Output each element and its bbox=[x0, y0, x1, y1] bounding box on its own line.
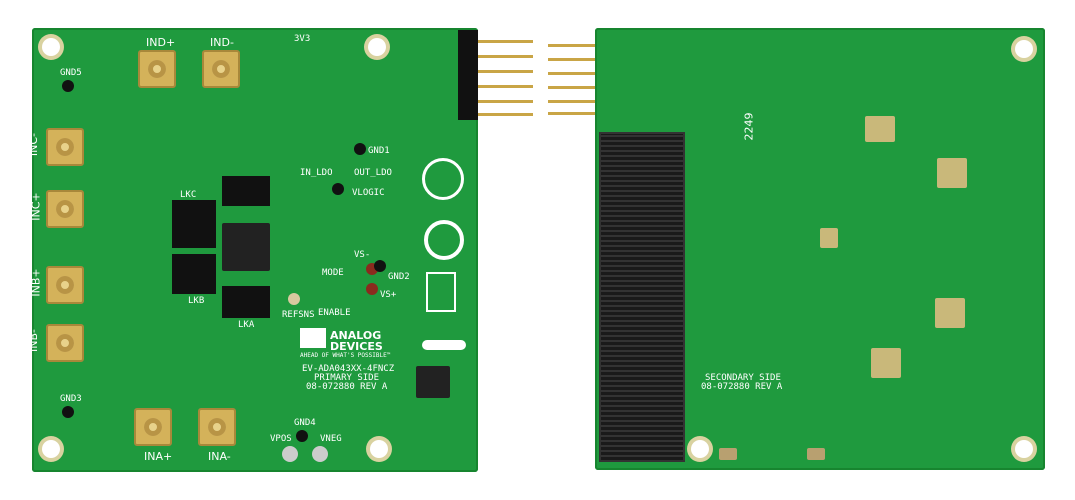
logo-text: ANALOG DEVICES bbox=[330, 329, 383, 353]
label-inc-plus: INC+ bbox=[29, 192, 43, 221]
label-vs-minus: VS- bbox=[354, 250, 371, 260]
jumper-block bbox=[222, 176, 270, 206]
mounting-hole bbox=[1015, 40, 1033, 58]
label-ind-minus: IND- bbox=[210, 36, 234, 49]
label-vlogic: VLOGIC bbox=[352, 188, 385, 198]
test-point-gnd5 bbox=[62, 80, 74, 92]
label-vs-plus: VS+ bbox=[380, 290, 397, 300]
white-bar bbox=[422, 340, 466, 350]
label-refsns: REFSNS bbox=[282, 310, 315, 320]
ic-a2 bbox=[935, 298, 965, 328]
test-point-vlogic bbox=[332, 183, 344, 195]
test-point-vneg bbox=[312, 446, 328, 462]
jumper-block-lkb bbox=[172, 254, 216, 294]
ic-center bbox=[820, 228, 838, 248]
sma-connector-inc-plus bbox=[46, 190, 84, 228]
mounting-hole bbox=[368, 38, 386, 56]
adc-chip bbox=[222, 223, 270, 271]
marking: 2249 bbox=[742, 112, 756, 141]
label-gnd4: GND4 bbox=[294, 418, 316, 428]
label-vpos: VPOS bbox=[270, 434, 292, 444]
test-point-gnd1 bbox=[354, 143, 366, 155]
eco-icon bbox=[424, 220, 464, 260]
label-gnd3: GND3 bbox=[60, 394, 82, 404]
label-lkc: LKC bbox=[180, 190, 197, 200]
silkscreen-line-2: PRIMARY SIDE bbox=[314, 373, 380, 383]
jumper-block-lka bbox=[222, 286, 270, 318]
silkscreen-line-1: EV-ADA043XX-4FNCZ bbox=[302, 364, 395, 374]
secondary-pcb: 2249 SECONDARY SIDE 08-072880 REV A bbox=[595, 28, 1045, 470]
logo-tagline: AHEAD OF WHAT'S POSSIBLE™ bbox=[300, 352, 391, 359]
label-in-ldo: IN_LDO bbox=[300, 168, 333, 178]
mounting-hole bbox=[1015, 440, 1033, 458]
label-gnd1: GND1 bbox=[368, 146, 390, 156]
board-connector bbox=[599, 132, 685, 462]
ic-u4 bbox=[416, 366, 450, 398]
sma-connector-ina-minus bbox=[198, 408, 236, 446]
label-enable: ENABLE bbox=[318, 308, 351, 318]
label-gnd5: GND5 bbox=[60, 68, 82, 78]
label-inb-plus: INB+ bbox=[29, 268, 43, 297]
weee-bin-icon bbox=[426, 272, 456, 312]
mounting-hole bbox=[370, 440, 388, 458]
ic-a3 bbox=[937, 158, 967, 188]
sma-connector-inc-minus bbox=[46, 128, 84, 166]
label-out-ldo: OUT_LDO bbox=[354, 168, 392, 178]
analog-devices-logo bbox=[300, 328, 326, 348]
label-lka: LKA bbox=[238, 320, 255, 330]
label-ina-plus: INA+ bbox=[144, 450, 173, 463]
label-gnd2: GND2 bbox=[388, 272, 410, 282]
test-point-vs-plus bbox=[366, 283, 378, 295]
label-vneg: VNEG bbox=[320, 434, 342, 444]
silkscreen-line-3: 08-072880 REV A bbox=[306, 382, 388, 392]
mounting-hole bbox=[42, 38, 60, 56]
label-mode: MODE bbox=[322, 268, 344, 278]
capacitor bbox=[807, 448, 825, 460]
capacitor bbox=[719, 448, 737, 460]
sma-connector-ind-minus bbox=[202, 50, 240, 88]
mounting-hole bbox=[42, 440, 60, 458]
primary-pcb: IND+ IND- INC- INC+ INB+ INB- INA+ INA- … bbox=[27, 28, 478, 472]
label-inb-minus: INB- bbox=[27, 329, 40, 352]
test-point-gnd2 bbox=[374, 260, 386, 272]
pin-header bbox=[458, 30, 478, 120]
test-point-vpos bbox=[282, 446, 298, 462]
label-ina-minus: INA- bbox=[208, 450, 231, 463]
mounting-hole bbox=[691, 440, 709, 458]
sma-connector-inb-minus bbox=[46, 324, 84, 362]
sma-connector-inb-plus bbox=[46, 266, 84, 304]
label-3v3: 3V3 bbox=[294, 34, 311, 44]
ic-a4 bbox=[865, 116, 895, 142]
label-lkb: LKB bbox=[188, 296, 205, 306]
silkscreen-line-2: 08-072880 REV A bbox=[701, 382, 783, 392]
jumper-block-lkc bbox=[172, 200, 216, 248]
sma-connector-ina-plus bbox=[134, 408, 172, 446]
rohs-icon bbox=[422, 158, 464, 200]
test-point-refsns bbox=[288, 293, 300, 305]
label-ind-plus: IND+ bbox=[146, 36, 176, 49]
label-inc-minus: INC- bbox=[27, 132, 41, 157]
ic-a1 bbox=[871, 348, 901, 378]
test-point-gnd4 bbox=[296, 430, 308, 442]
silkscreen-line-1: SECONDARY SIDE bbox=[705, 373, 781, 383]
sma-connector-ind-plus bbox=[138, 50, 176, 88]
test-point-gnd3 bbox=[62, 406, 74, 418]
